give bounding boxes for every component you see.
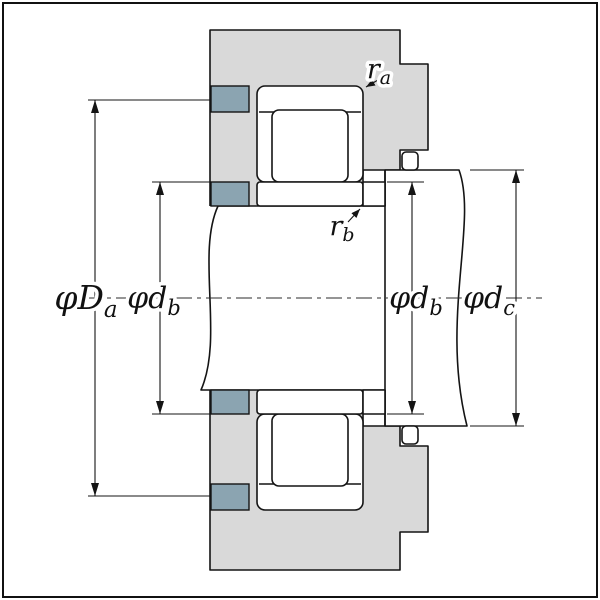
dim-label-db-right: φdb (389, 281, 443, 320)
inner-ring-bottom (256, 389, 364, 415)
shaft-spacer-top-inner (210, 181, 250, 207)
dim-label-Da: φDa (54, 278, 117, 323)
locating-ring-bottom (401, 425, 419, 445)
dim-label-dc: φdc (463, 281, 515, 320)
shaft-spacer-bottom-inner (210, 389, 250, 415)
inner-ring-top (256, 181, 364, 207)
abutment-spacer-top (362, 181, 386, 207)
housing-spacer-bottom-outer (210, 483, 250, 511)
abutment-spacer-bottom (362, 389, 386, 415)
fillet-ra-leader (365, 79, 379, 88)
fillet-rb-leader (347, 208, 361, 223)
dim-label-db-left: φdb (127, 281, 181, 320)
housing-spacer-top-outer (210, 85, 250, 113)
locating-ring-top (401, 151, 419, 171)
roller-bottom (271, 413, 349, 487)
fillet-label-rb: rb (329, 211, 354, 246)
roller-top (271, 109, 349, 183)
